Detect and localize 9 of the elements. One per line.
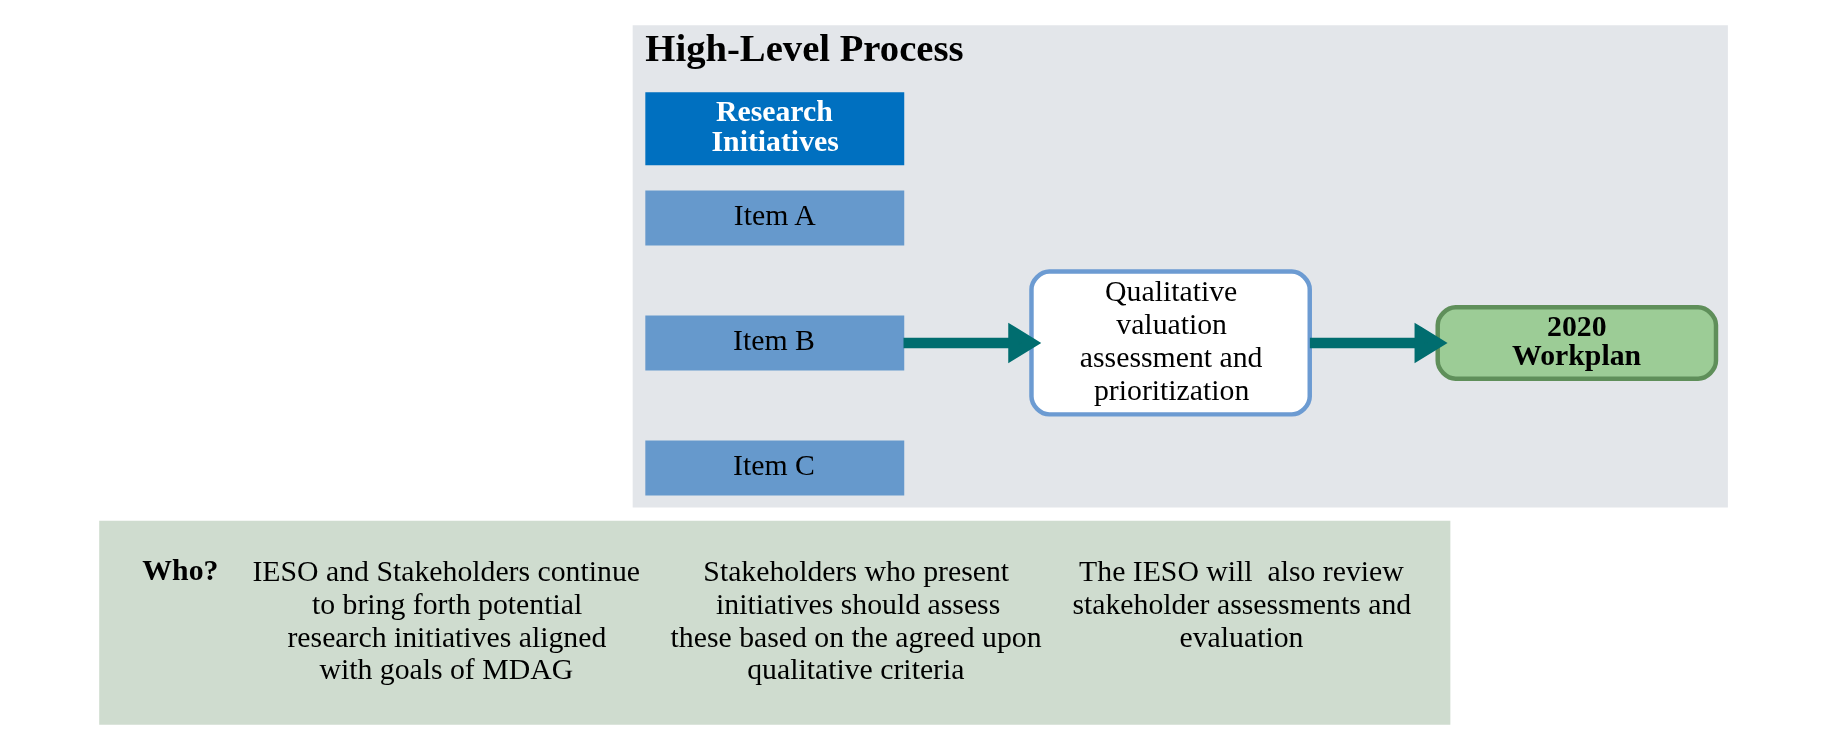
node-box: 2020 Workplan [1435, 305, 1719, 381]
node-box: Who? IESO and Stakeholders continue to bring forth potential research initiatives aligned with goals of MDAG Stakeholders who present initiatives should assess these based on the agreed upon qualitative criteria The IESO will also review stakeholder assessments and evaluation [99, 520, 1451, 725]
arrow [1309, 322, 1448, 364]
node-box: Qualitative valuation assessment and prioritization [1029, 269, 1312, 417]
node-box: Research Initiatives [645, 92, 905, 166]
node-box: Item B [645, 315, 905, 371]
arrow [903, 322, 1042, 364]
node-box: Item C [645, 440, 905, 496]
node-box: Item A [645, 190, 905, 246]
